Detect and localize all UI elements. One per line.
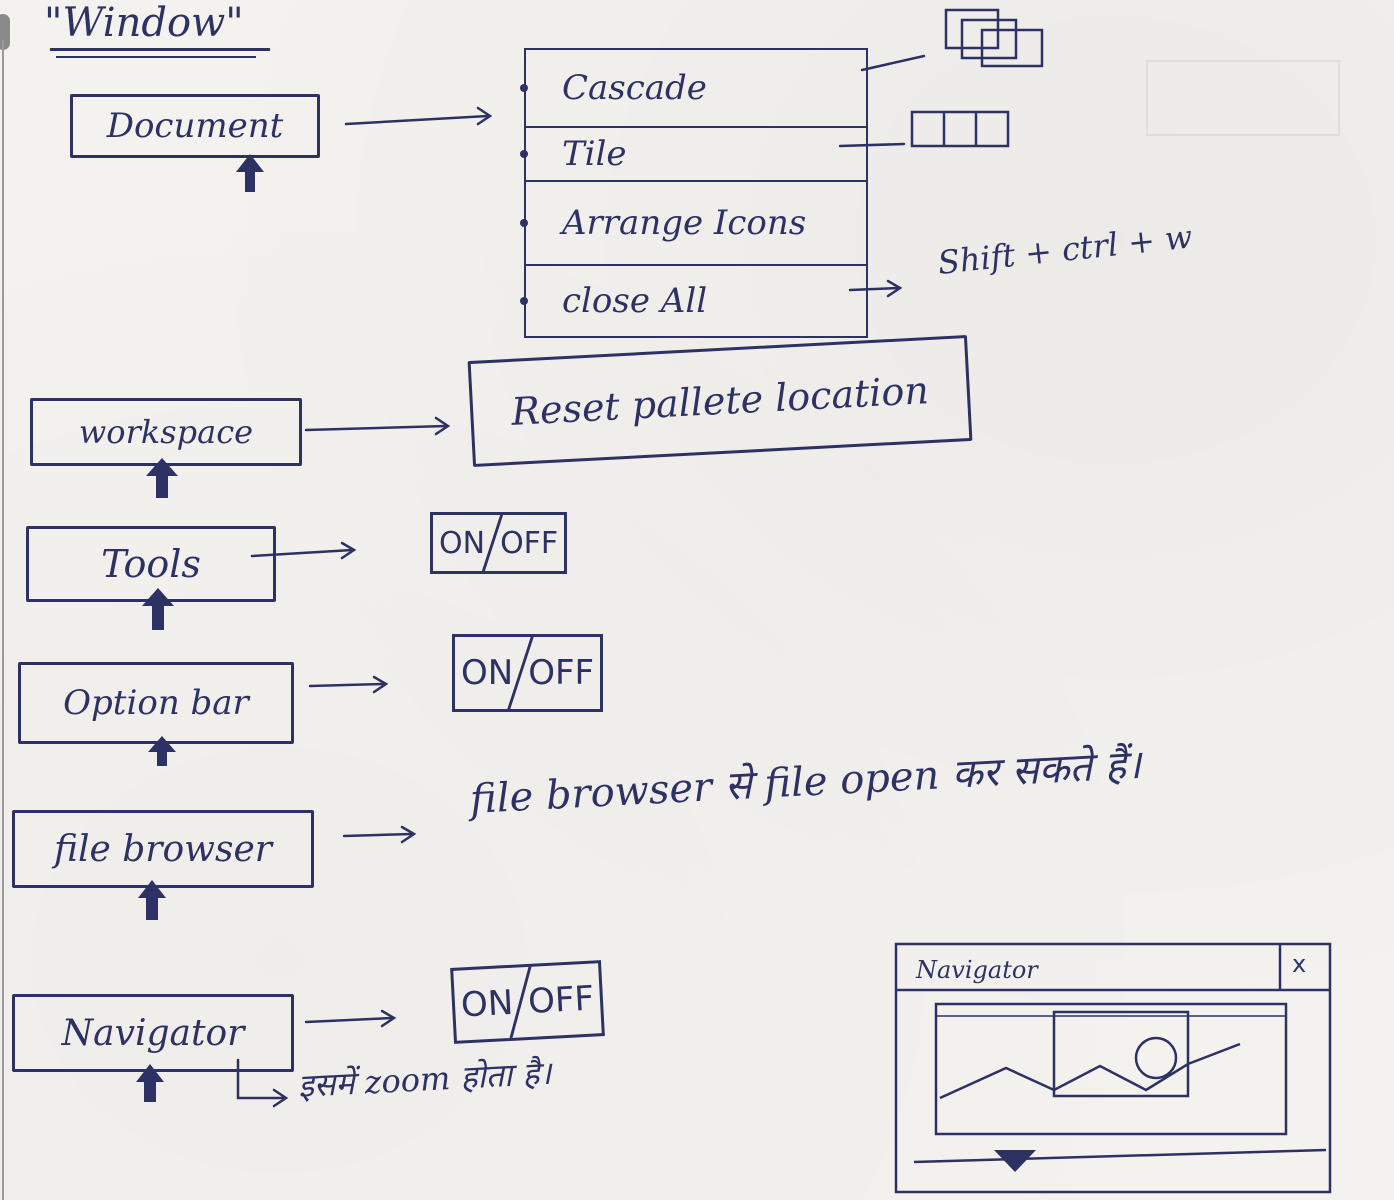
- document-menu: Cascade Tile Arrange Icons close All: [520, 48, 868, 338]
- menu-item-cascade: Cascade: [520, 50, 866, 128]
- tools-box: Tools: [26, 526, 276, 602]
- up-arrow-icon: [146, 458, 178, 498]
- arrow-right-icon: [308, 682, 386, 688]
- menu-item-close-all: close All: [520, 266, 866, 338]
- arrow-right-icon: [304, 1016, 394, 1024]
- ghost-mark: [1146, 60, 1340, 136]
- navigator-slider-icon: [994, 1150, 1036, 1172]
- document-box: Document: [70, 94, 320, 158]
- navigator-panel-icon: [894, 942, 1332, 1194]
- up-arrow-icon: [148, 736, 176, 766]
- navigator-toggle: ON OFF: [450, 960, 605, 1044]
- title-underline-2: [56, 56, 256, 58]
- navigator-off-label: OFF: [527, 978, 596, 1022]
- up-arrow-icon: [136, 1064, 164, 1102]
- arrow-right-icon: [250, 548, 354, 558]
- option-bar-box: Option bar: [18, 662, 294, 744]
- up-arrow-icon: [142, 588, 174, 630]
- page-title: "Window": [44, 0, 244, 46]
- tools-on-label: ON: [439, 525, 486, 561]
- arrow-right-icon: [304, 424, 448, 432]
- workspace-box: workspace: [30, 398, 302, 466]
- up-arrow-icon: [138, 880, 166, 920]
- binding-ring: [0, 14, 10, 50]
- tools-off-label: OFF: [500, 525, 559, 561]
- tile-icon: [910, 110, 1010, 148]
- margin-line: [2, 40, 4, 1200]
- title-underline: [50, 48, 270, 51]
- option-bar-off-label: OFF: [528, 653, 595, 693]
- option-bar-on-label: ON: [461, 653, 514, 693]
- navigator-box: Navigator: [12, 994, 294, 1072]
- navigator-on-label: ON: [460, 982, 515, 1026]
- menu-item-tile: Tile: [520, 128, 866, 182]
- close-icon: x: [1292, 950, 1307, 978]
- tools-toggle: ON OFF: [430, 512, 568, 574]
- arrow-right-icon: [848, 286, 900, 292]
- l-arrow-icon: [236, 1058, 286, 1100]
- pointer-line: [838, 142, 906, 148]
- right-arrow-icons: [236, 54, 926, 1108]
- navigator-panel-title: Navigator: [916, 956, 1038, 984]
- up-arrow-icons: [136, 154, 264, 1102]
- cascade-icon: [944, 8, 1044, 68]
- menu-item-arrange-icons: Arrange Icons: [520, 182, 866, 266]
- arrow-right-icon: [344, 114, 490, 126]
- option-bar-toggle: ON OFF: [452, 634, 604, 712]
- file-browser-box: file browser: [12, 810, 314, 888]
- arrow-right-icon: [342, 832, 414, 838]
- pointer-line: [860, 54, 926, 72]
- up-arrow-icon: [236, 154, 264, 192]
